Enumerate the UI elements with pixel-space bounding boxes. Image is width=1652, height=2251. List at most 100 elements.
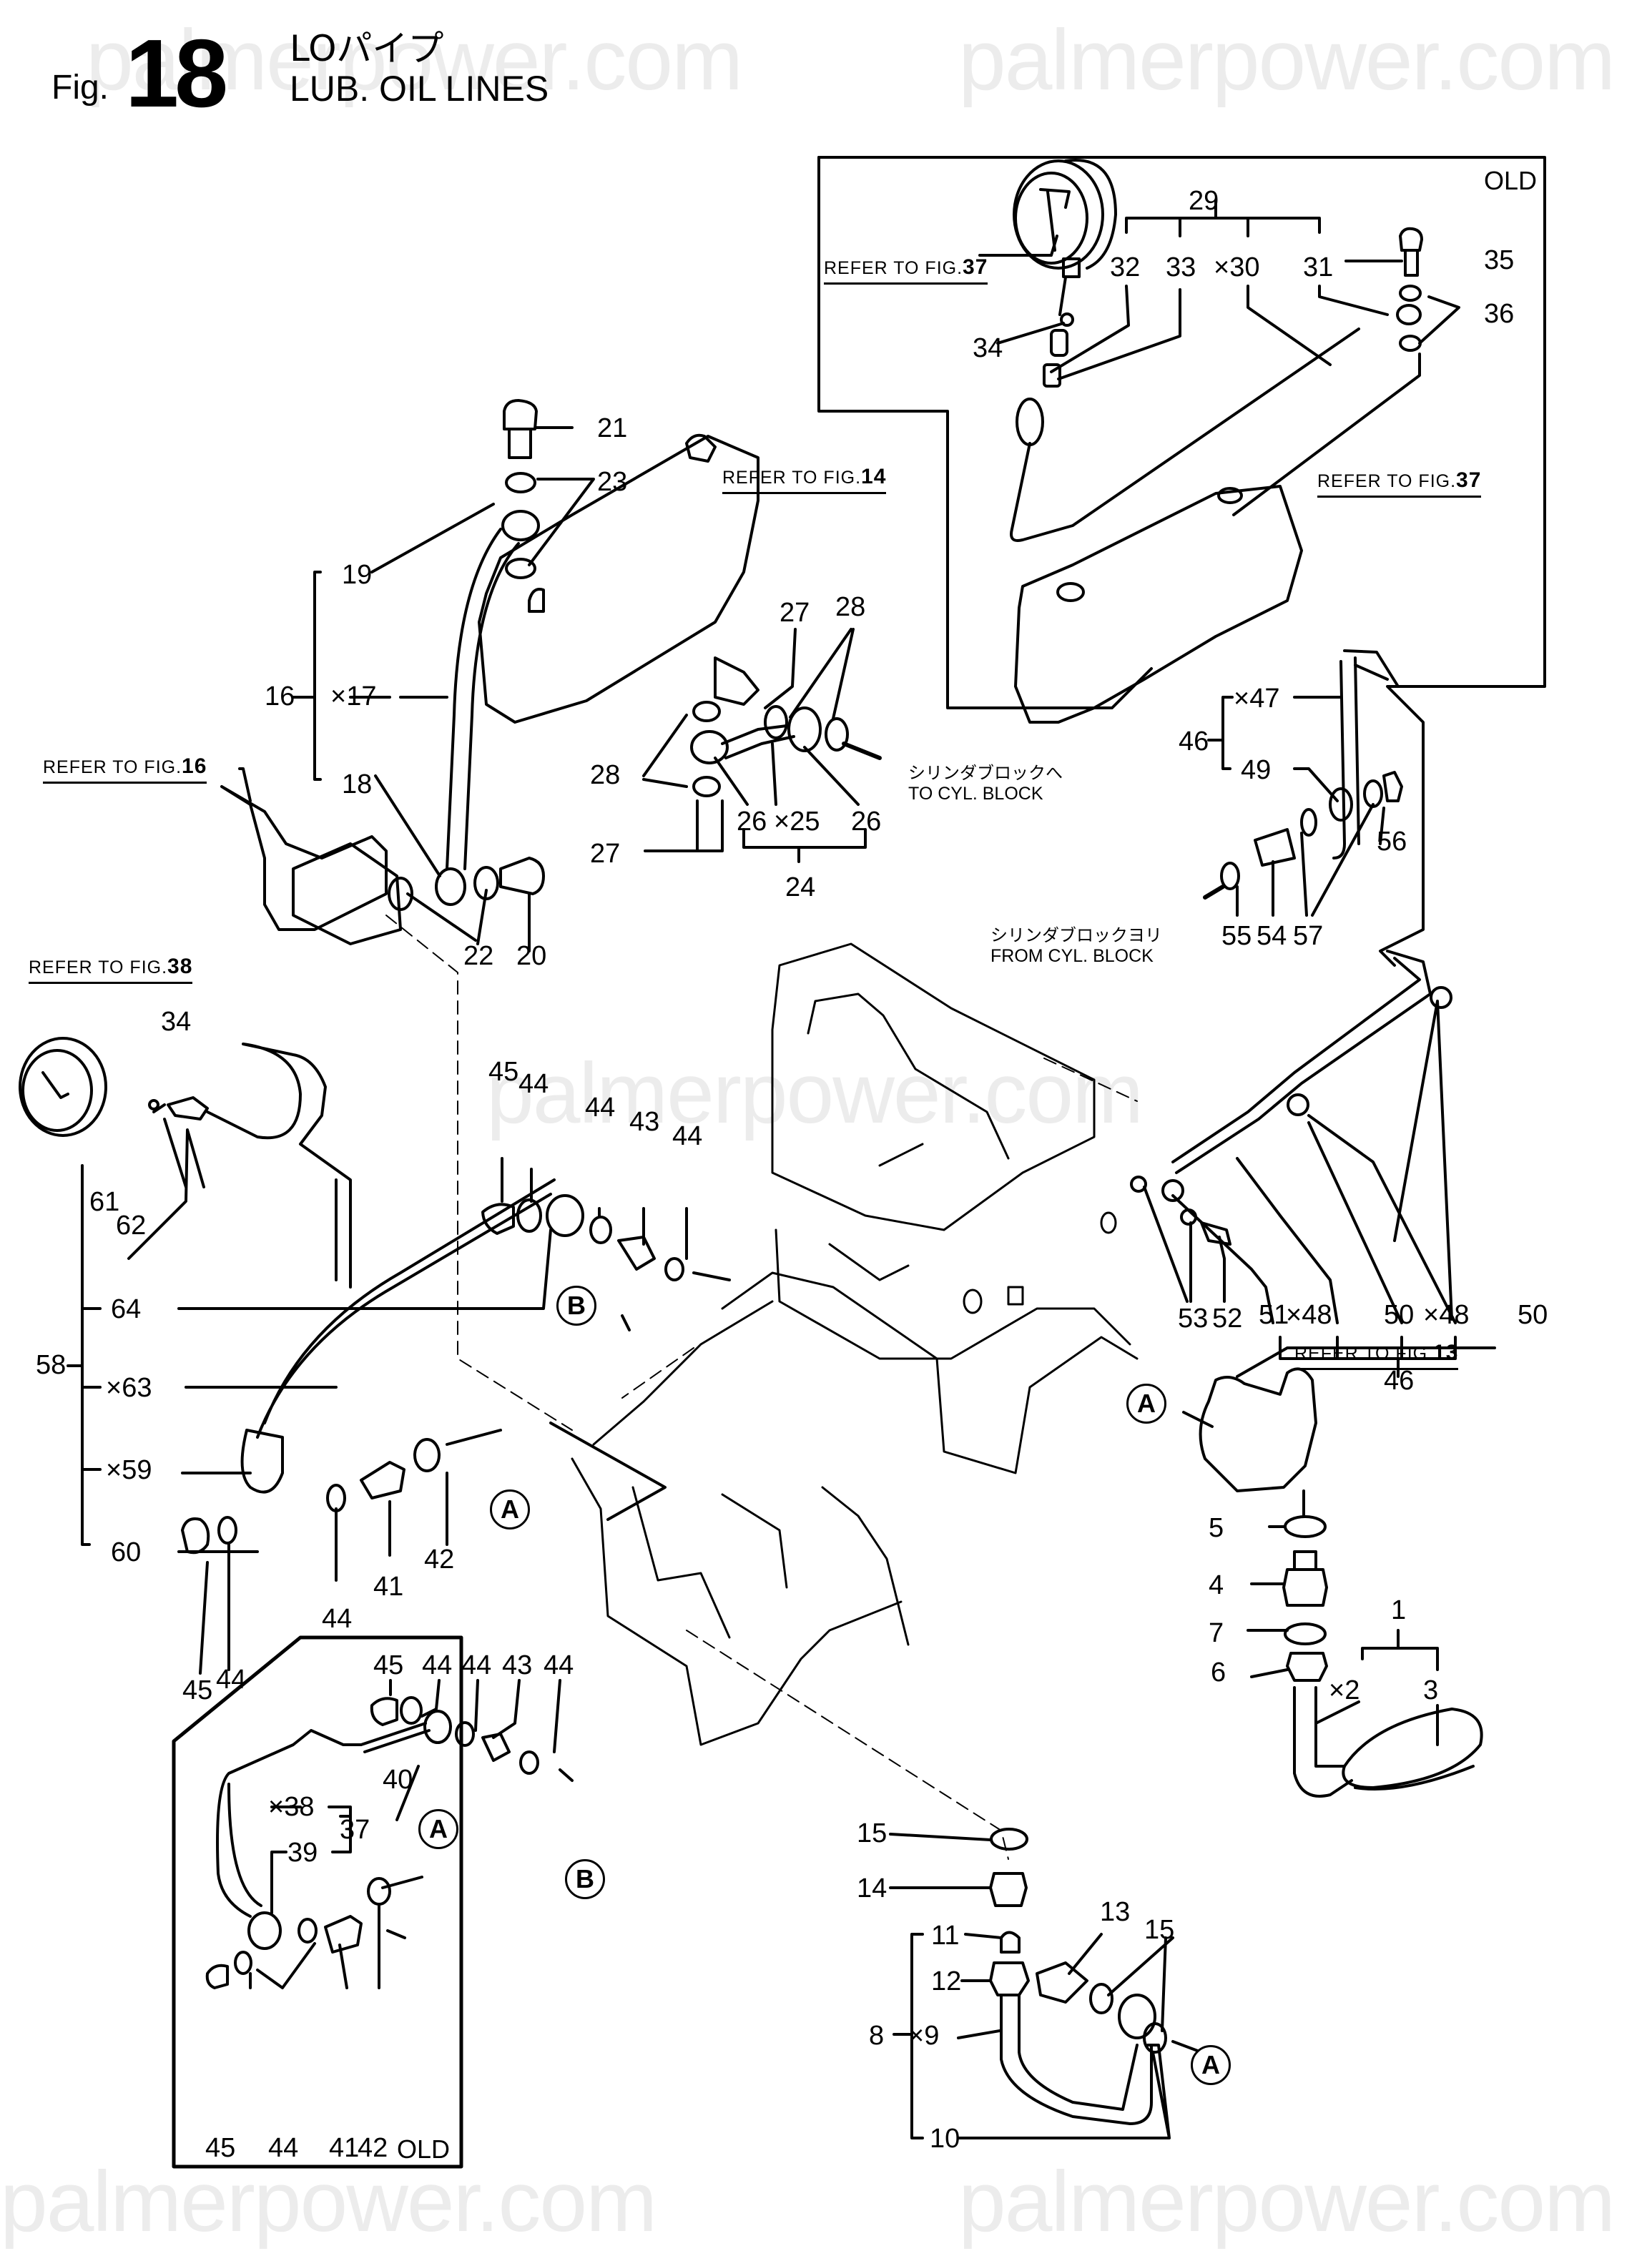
part-label: 44 bbox=[518, 1069, 549, 1099]
oil-filter-bracket-icon bbox=[220, 785, 388, 931]
part-label: 33 bbox=[1166, 252, 1196, 282]
reference-fig-37-cover: REFER TO FIG.37 bbox=[1317, 468, 1482, 498]
rocker-cover-icon bbox=[478, 435, 759, 724]
part-label: 43 bbox=[502, 1650, 533, 1680]
part-label: ×38 bbox=[268, 1792, 315, 1822]
part-label: 27 bbox=[590, 839, 621, 869]
part-label: ×25 bbox=[774, 807, 820, 837]
eye-joint-10-icon bbox=[1118, 1994, 1156, 2039]
washer-36-icon bbox=[1399, 285, 1422, 302]
part-label: 57 bbox=[1293, 921, 1324, 951]
eye-joint-51-icon bbox=[1161, 1179, 1184, 1202]
union-4-icon bbox=[1282, 1550, 1328, 1607]
part-label: 46 bbox=[1179, 726, 1209, 757]
part-label: 54 bbox=[1257, 921, 1287, 951]
part-label: 20 bbox=[516, 941, 547, 971]
joint-bolt-27a-icon bbox=[714, 656, 759, 706]
arrow-from-cyl-block bbox=[1203, 885, 1225, 900]
part-label: 22 bbox=[463, 941, 494, 971]
union-nut-50a-icon bbox=[1287, 1093, 1309, 1116]
part-label: 34 bbox=[973, 333, 1003, 363]
pipe-48-icon bbox=[1171, 950, 1432, 1174]
part-label: 26 bbox=[851, 807, 882, 837]
part-label: 62 bbox=[116, 1211, 147, 1241]
lock-nut-6-icon bbox=[1286, 1652, 1328, 1682]
part-label: 34 bbox=[161, 1007, 192, 1037]
part-label: 35 bbox=[1484, 245, 1515, 275]
union-nut-50b-icon bbox=[1430, 986, 1452, 1009]
part-label: 46 bbox=[1384, 1366, 1415, 1396]
union-54-icon bbox=[1254, 828, 1296, 867]
part-label: 41 bbox=[373, 1572, 404, 1602]
washer-o42-icon bbox=[367, 1877, 391, 1906]
part-label: 53 bbox=[1178, 1304, 1209, 1334]
part-label: 58 bbox=[36, 1350, 67, 1380]
part-label: 50 bbox=[1518, 1300, 1548, 1330]
note-from-cyl-block: シリンダブロックヨリ FROM CYL. BLOCK bbox=[990, 925, 1162, 966]
washer-34-icon bbox=[1060, 312, 1074, 327]
part-label: 56 bbox=[1377, 827, 1407, 857]
part-label: 44 bbox=[422, 1650, 453, 1680]
washer-55-icon bbox=[1220, 862, 1240, 890]
part-label: 3 bbox=[1423, 1675, 1439, 1705]
washer-36b-icon bbox=[1399, 335, 1422, 352]
washer-o44a-icon bbox=[400, 1696, 423, 1725]
part-label: ×59 bbox=[106, 1455, 152, 1485]
eye-joint-26b-icon bbox=[787, 706, 822, 752]
inset-old-label-bottom: OLD bbox=[397, 2134, 451, 2164]
part-label: 61 bbox=[89, 1187, 120, 1217]
note-to-cyl-block: シリンダブロックへ TO CYL. BLOCK bbox=[908, 763, 1063, 804]
part-label: 39 bbox=[287, 1838, 318, 1868]
watermark: palmerpower.com bbox=[86, 12, 743, 108]
part-label: ×48 bbox=[1286, 1300, 1332, 1330]
part-label: ×30 bbox=[1214, 252, 1260, 282]
strainer-3-icon bbox=[1342, 1708, 1483, 1791]
union-nut-o45a-icon bbox=[370, 1697, 398, 1726]
washer-44e-icon bbox=[217, 1516, 237, 1545]
part-label: 45 bbox=[488, 1057, 519, 1087]
connector-a: A bbox=[490, 1489, 530, 1530]
union-nut-56-icon bbox=[1382, 771, 1403, 802]
part-label: 6 bbox=[1211, 1658, 1226, 1688]
part-label: 44 bbox=[585, 1093, 616, 1123]
pipe-25-icon bbox=[721, 724, 795, 759]
part-label: 5 bbox=[1209, 1513, 1224, 1543]
watermark: palmerpower.com bbox=[486, 1045, 1144, 1141]
pipe-o38-icon bbox=[216, 1722, 431, 1918]
washer-57b-icon bbox=[1363, 779, 1383, 808]
joint-bolt-21-icon bbox=[503, 399, 538, 459]
reference-fig-14: REFER TO FIG.14 bbox=[722, 465, 887, 494]
part-label: 55 bbox=[1221, 921, 1252, 951]
part-label: 45 bbox=[182, 1675, 213, 1705]
pressure-gauge-icon bbox=[1013, 158, 1117, 278]
part-label: 21 bbox=[597, 413, 628, 443]
pipe-47-icon bbox=[1332, 649, 1400, 859]
washer-44a-icon bbox=[516, 1198, 542, 1233]
gasket-5-icon bbox=[1284, 1515, 1327, 1538]
washer-23b-icon bbox=[505, 558, 536, 579]
part-label: 36 bbox=[1484, 299, 1515, 329]
joint-bolt-35-icon bbox=[1399, 227, 1423, 277]
gauge-adapter-icon bbox=[1043, 329, 1068, 388]
gauge-38-icon bbox=[19, 1037, 107, 1137]
part-label: 10 bbox=[930, 2124, 960, 2154]
pipe-63-icon bbox=[206, 1043, 352, 1289]
part-label: 4 bbox=[1209, 1570, 1224, 1600]
inset-old-top-border bbox=[817, 156, 1546, 967]
inset-old-bottom-border bbox=[172, 1635, 463, 2169]
fig-prefix: Fig. bbox=[51, 69, 109, 107]
gauge-line-eye-icon bbox=[1016, 398, 1044, 446]
part-label: 45 bbox=[205, 2133, 236, 2163]
washer-44d-icon bbox=[326, 1484, 346, 1512]
gasket-15a-icon bbox=[990, 1828, 1028, 1851]
joint-bolt-27b-icon bbox=[696, 799, 724, 852]
part-label: ×9 bbox=[908, 2021, 940, 2051]
washer-28a-icon bbox=[692, 701, 721, 722]
washer-28b-icon bbox=[692, 776, 721, 797]
inset-old-top-left-edge bbox=[817, 156, 1153, 709]
washer-28c-icon bbox=[764, 705, 788, 739]
part-label: 18 bbox=[342, 769, 373, 799]
part-label: 28 bbox=[835, 592, 866, 622]
washer-o44b-icon bbox=[455, 1721, 475, 1747]
inset-old-label-top: OLD bbox=[1484, 166, 1538, 195]
